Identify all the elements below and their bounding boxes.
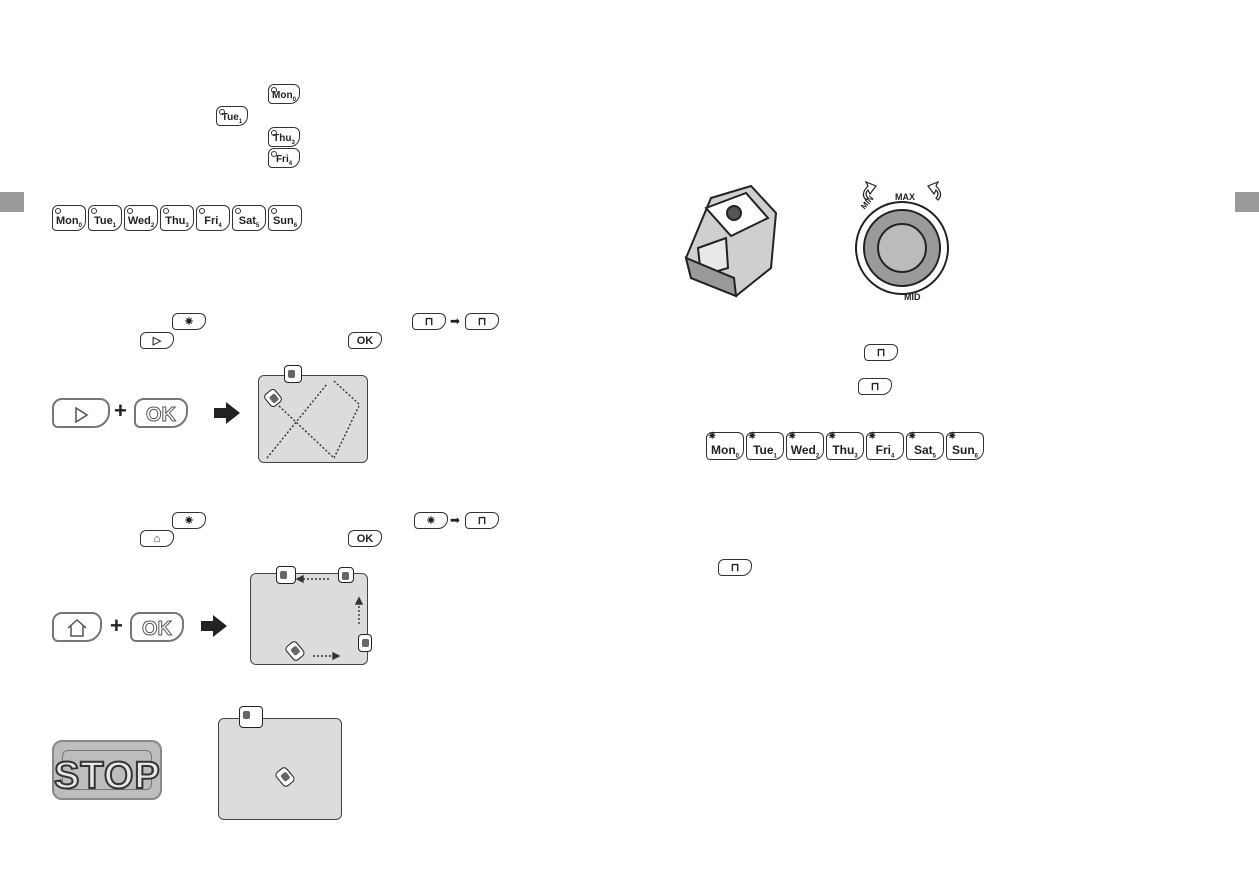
dial-mark-mid: MID	[904, 292, 921, 302]
arrow-right-icon	[214, 402, 240, 424]
mower-icon	[276, 566, 296, 584]
lawn-diagram-crisscross	[258, 375, 368, 463]
stop-label: STOP	[53, 754, 161, 798]
mower-key: ⊓	[858, 378, 892, 395]
play-button	[52, 398, 110, 428]
mower-icon	[358, 634, 372, 652]
ok-button: OK	[130, 612, 184, 642]
arrow-right-icon: ➡	[450, 314, 461, 328]
rotate-arrow-icon	[927, 180, 942, 201]
arrow-right-icon: ➡	[450, 513, 461, 527]
arrow-right-icon	[201, 615, 227, 637]
play-icon	[75, 406, 89, 424]
day-key-row-lit: Mon0 Tue1 Wed2 Thu3 Fri4 Sat5 Sun6	[706, 432, 984, 460]
mower-key: ⊓	[465, 313, 499, 330]
plus-sign: +	[114, 398, 127, 423]
key-fri: Fri4	[268, 148, 300, 168]
mower-key: ⊓	[718, 559, 752, 576]
stop-button: STOP	[52, 740, 162, 800]
day-key: Sat5	[232, 205, 266, 231]
sun-mower-key: ✷	[414, 512, 448, 529]
day-key-lit: Mon0	[706, 432, 744, 460]
mowing-path	[266, 380, 360, 459]
mower-icon	[338, 567, 354, 583]
day-key: Sun6	[268, 205, 302, 231]
play-key: ▷	[140, 332, 174, 349]
day-key-lit: Fri4	[866, 432, 904, 460]
day-key-lit: Wed2	[786, 432, 824, 460]
day-key: Wed2	[124, 205, 158, 231]
sun-mower-key: ✷	[172, 512, 206, 529]
dial-mark-max: MAX	[895, 192, 915, 202]
day-key-lit: Thu3	[826, 432, 864, 460]
ok-button: OK	[134, 398, 188, 428]
home-icon	[67, 618, 87, 637]
key-thu: Thu3	[268, 127, 300, 147]
cutting-height-dial	[855, 180, 949, 295]
stop-button-frame	[62, 750, 152, 790]
mower-key: ⊓	[412, 313, 446, 330]
day-key-lit: Sat5	[906, 432, 944, 460]
day-key: Thu3	[160, 205, 194, 231]
robot-mower-illustration	[684, 184, 778, 298]
mower-icon	[284, 365, 302, 383]
return-path	[295, 574, 364, 661]
key-tue: Tue1	[216, 106, 248, 126]
home-button	[52, 612, 102, 642]
day-key-lit: Sun6	[946, 432, 984, 460]
ok-key: OK	[348, 332, 382, 349]
home-key: ⌂	[140, 530, 174, 547]
sun-mower-key: ✷	[172, 313, 206, 330]
mower-key: ⊓	[465, 512, 499, 529]
page-tab-right	[1235, 192, 1259, 212]
day-key-lit: Tue1	[746, 432, 784, 460]
day-key: Tue1	[88, 205, 122, 231]
key-mon: Mon0	[268, 84, 300, 104]
day-key: Fri4	[196, 205, 230, 231]
mower-icon	[239, 706, 263, 728]
mower-key: ⊓	[864, 344, 898, 361]
day-key-row: Mon0 Tue1 Wed2 Thu3 Fri4 Sat5 Sun6	[52, 205, 302, 231]
rotate-arrow-icon	[862, 180, 877, 201]
page-tab-left	[0, 192, 24, 212]
ok-key: OK	[348, 530, 382, 547]
day-key: Mon0	[52, 205, 86, 231]
plus-sign: +	[110, 613, 123, 638]
lawn-diagram-return-home	[250, 573, 368, 665]
